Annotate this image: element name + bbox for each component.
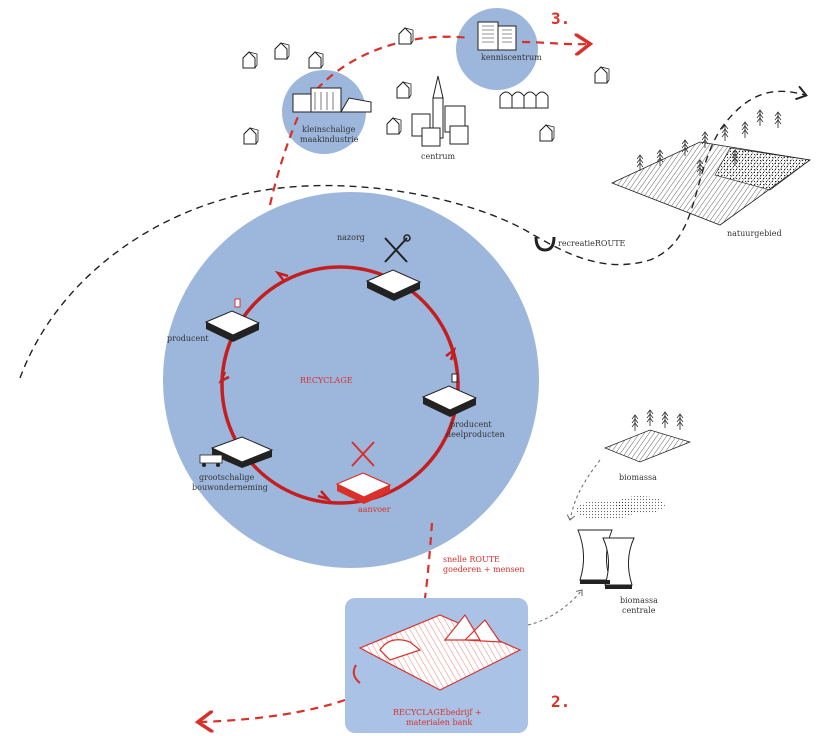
grootschalige-label-1: grootschalige xyxy=(199,473,255,482)
biomassa-field xyxy=(604,409,692,463)
truck-platform xyxy=(199,436,274,468)
aanvoer-label: aanvoer xyxy=(358,505,391,514)
producent-right-label-1: producent xyxy=(450,420,492,429)
recyclage-bedrijf-illustration xyxy=(352,613,522,691)
marker-2: 2. xyxy=(551,692,570,711)
producent-left-label: producent xyxy=(167,334,209,343)
horseshoe-icon xyxy=(534,236,556,252)
producent-right-label-2: deelproducten xyxy=(446,430,505,439)
biomassa-centrale-label-2: centrale xyxy=(622,606,656,615)
recycle-zone-circle xyxy=(163,192,539,568)
snelle-route-label-2: goederen + mensen xyxy=(443,565,525,574)
loop-arrow-bottom-icon xyxy=(317,490,332,502)
loop-arrow-right-icon xyxy=(445,346,457,361)
tools-icon xyxy=(384,234,411,263)
centrum-icon xyxy=(411,75,469,147)
panel-caption-2: materialen bank xyxy=(406,718,472,727)
loop-arrow-left-icon xyxy=(218,371,230,384)
centrum-label: centrum xyxy=(421,152,456,161)
recycle-loop xyxy=(218,265,460,505)
loop-arrow-top-icon xyxy=(274,270,289,282)
biomassa-centrale-label-1: biomassa xyxy=(620,596,658,605)
cooling-towers-icon xyxy=(575,496,665,589)
natuurgebied-illustration xyxy=(610,109,812,226)
exit-route-dashed xyxy=(200,698,346,722)
kenniscentrum-icon xyxy=(477,21,517,51)
natuurgebied-label: natuurgebied xyxy=(727,229,782,238)
nazorg-label: nazorg xyxy=(337,233,365,242)
biomass-flow-line xyxy=(570,459,601,520)
platform-nazorg xyxy=(365,269,422,301)
kenniscentrum-label: kenniscentrum xyxy=(481,53,542,62)
kleinschalige-label-1: kleinschalige xyxy=(302,125,356,134)
marker-3: 3. xyxy=(551,9,570,28)
biomassa-label: biomassa xyxy=(619,473,657,482)
recreatie-route-label: recreatieROUTE xyxy=(558,239,626,248)
recyclage-center-label: RECYCLAGE xyxy=(300,376,353,385)
snelle-route-dashed xyxy=(423,522,434,599)
platform-aanvoer-red xyxy=(335,472,392,504)
platform-producent-left xyxy=(204,298,261,342)
recreatie-route-dashed xyxy=(19,91,805,379)
red-tools-icon xyxy=(351,441,375,467)
snelle-route-label-1: snelle ROUTE xyxy=(443,555,500,564)
panel-caption-1: RECYCLAGEbedrijf + xyxy=(393,708,482,717)
kleinschalige-label-2: maakindustrie xyxy=(300,135,359,144)
factory-icon xyxy=(292,87,372,113)
panel-to-centrale-line xyxy=(527,590,582,626)
red-arrow-curve-icon xyxy=(352,664,361,684)
grootschalige-label-2: bouwonderneming xyxy=(192,483,268,492)
greenhouse-icon xyxy=(499,91,549,109)
platform-producent-right xyxy=(421,373,478,417)
